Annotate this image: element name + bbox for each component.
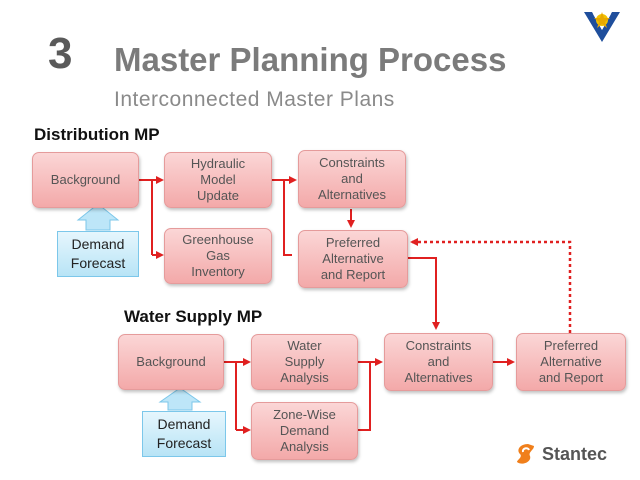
distribution-mp-heading: Distribution MP (34, 125, 160, 144)
dist-preferred-alternative-box: Preferred Alternative and Report (298, 230, 408, 288)
slide-subtitle: Interconnected Master Plans (114, 88, 395, 111)
hydraulic-model-update-box: Hydraulic Model Update (164, 152, 272, 208)
dist-demand-forecast-box: Demand Forecast (57, 231, 139, 277)
slide-title: Master Planning Process (114, 41, 507, 78)
ws-background-box: Background (118, 334, 224, 390)
stantec-logo-text: Stantec (542, 443, 608, 464)
ws-preferred-alternative-box: Preferred Alternative and Report (516, 333, 626, 391)
water-supply-mp-heading: Water Supply MP (124, 307, 263, 326)
zone-wise-demand-analysis-box: Zone-Wise Demand Analysis (251, 402, 358, 460)
greenhouse-gas-inventory-box: Greenhouse Gas Inventory (164, 228, 272, 284)
stantec-logo: Stantec (514, 442, 607, 466)
crest-logo-icon (582, 8, 622, 49)
slide-number: 3 (48, 29, 73, 78)
stantec-logo-icon (517, 444, 534, 464)
ws-demand-forecast-box: Demand Forecast (142, 411, 226, 457)
dist-background-box: Background (32, 152, 139, 208)
water-supply-analysis-box: Water Supply Analysis (251, 334, 358, 390)
ws-constraints-alternatives-box: Constraints and Alternatives (384, 333, 493, 391)
dist-constraints-alternatives-box: Constraints and Alternatives (298, 150, 406, 208)
